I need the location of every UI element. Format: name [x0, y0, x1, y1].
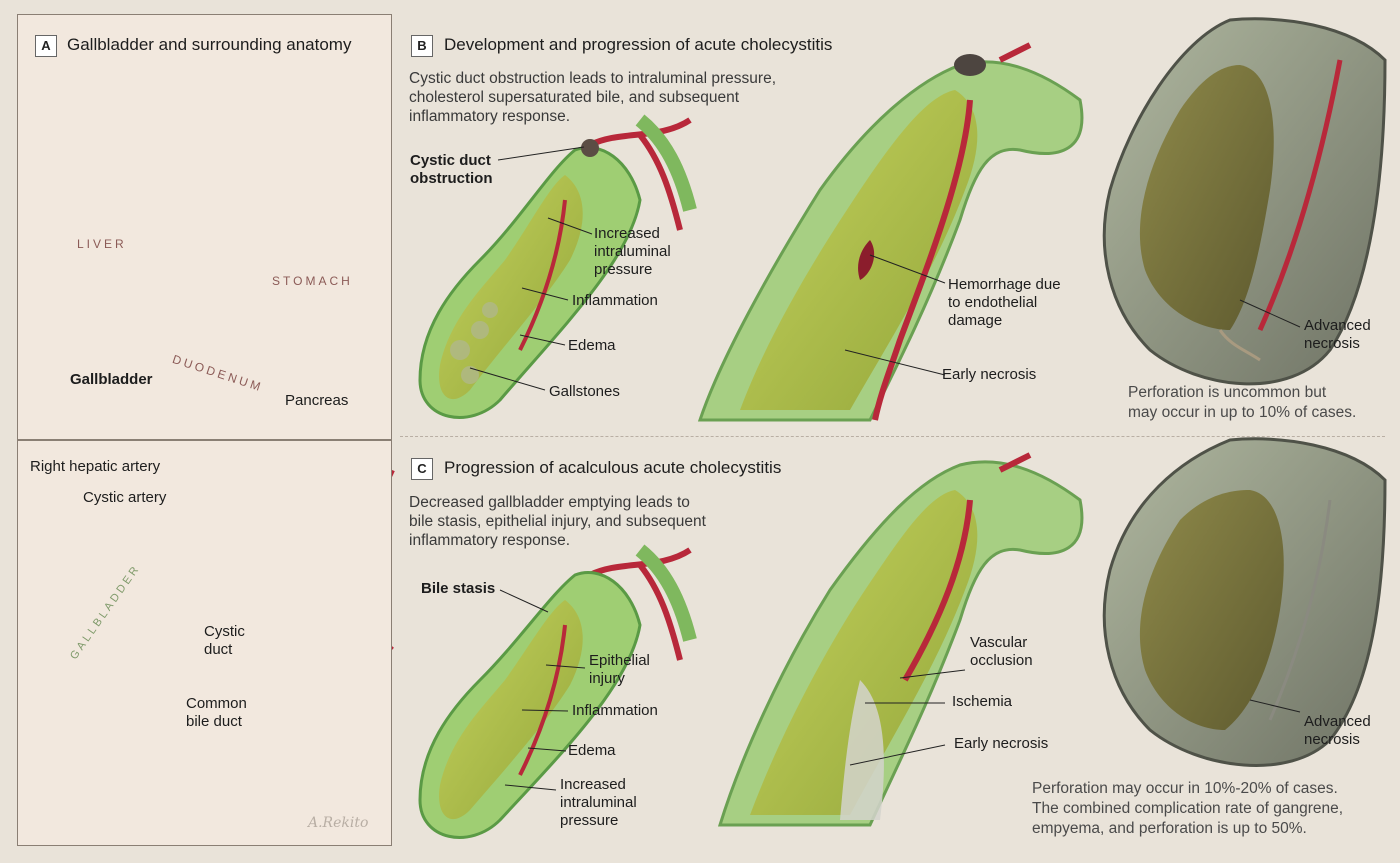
advanced-necrosis-label-b: Advanced necrosis	[1304, 317, 1371, 352]
panel-c-badge: C	[411, 458, 433, 480]
panel-a-badge: A	[35, 35, 57, 57]
stomach-label: STOMACH	[272, 274, 353, 288]
panel-a	[17, 14, 392, 846]
pancreas-label: Pancreas	[285, 392, 349, 409]
early-necrosis-label-c: Early necrosis	[954, 735, 1049, 752]
stage-1-gallbladder-b	[418, 114, 697, 419]
inflammation-label-c: Inflammation	[572, 702, 658, 719]
panel-a-title: Gallbladder and surrounding anatomy	[67, 35, 352, 54]
increased-pressure-label-c: Increased intraluminal pressure	[560, 776, 637, 829]
edema-label-b: Edema	[568, 337, 616, 354]
panel-b-description: Cystic duct obstruction leads to intralu…	[409, 70, 776, 125]
epithelial-injury-label: Epithelial injury	[589, 652, 650, 687]
section-divider	[400, 436, 1385, 437]
ischemia-label: Ischemia	[952, 693, 1013, 710]
stage-2-gallbladder-b	[697, 42, 1084, 422]
liver-label: LIVER	[77, 237, 127, 251]
edema-label-c: Edema	[568, 742, 616, 759]
cystic-duct-obstruction-label: Cystic duct obstruction	[410, 152, 493, 187]
panel-a-divider	[18, 439, 391, 441]
panel-b-title: Development and progression of acute cho…	[444, 35, 833, 54]
panel-b-badge: B	[411, 35, 433, 57]
hemorrhage-label: Hemorrhage due to endothelial damage	[948, 276, 1061, 329]
cystic-duct-label: Cystic duct	[204, 623, 245, 658]
panel-b-note: Perforation is uncommon but may occur in…	[1128, 384, 1357, 421]
gallstones-label: Gallstones	[549, 383, 620, 400]
bile-stasis-label: Bile stasis	[421, 580, 496, 597]
panel-c-title: Progression of acalculous acute cholecys…	[444, 458, 782, 477]
panel-c-description: Decreased gallbladder emptying leads to …	[409, 494, 706, 549]
cystic-artery-label: Cystic artery	[83, 489, 167, 506]
gallbladder-label: Gallbladder	[70, 371, 153, 388]
stage-3-gallbladder-b	[1102, 17, 1387, 386]
common-bile-duct-label: Common bile duct	[186, 695, 247, 730]
stage-2-gallbladder-c	[717, 452, 1084, 827]
artist-signature: A.Rekito	[308, 815, 369, 831]
advanced-necrosis-label-c: Advanced necrosis	[1304, 713, 1371, 748]
increased-pressure-label-b: Increased intraluminal pressure	[594, 225, 671, 278]
vascular-occlusion-label: Vascular occlusion	[970, 634, 1033, 669]
panel-c-note: Perforation may occur in 10%-20% of case…	[1032, 780, 1344, 837]
right-hepatic-artery-label: Right hepatic artery	[30, 458, 161, 475]
early-necrosis-label-b: Early necrosis	[942, 366, 1037, 383]
stage-3-gallbladder-c	[1102, 437, 1387, 767]
inflammation-label-b: Inflammation	[572, 292, 658, 309]
stage-1-gallbladder-c	[418, 544, 697, 839]
